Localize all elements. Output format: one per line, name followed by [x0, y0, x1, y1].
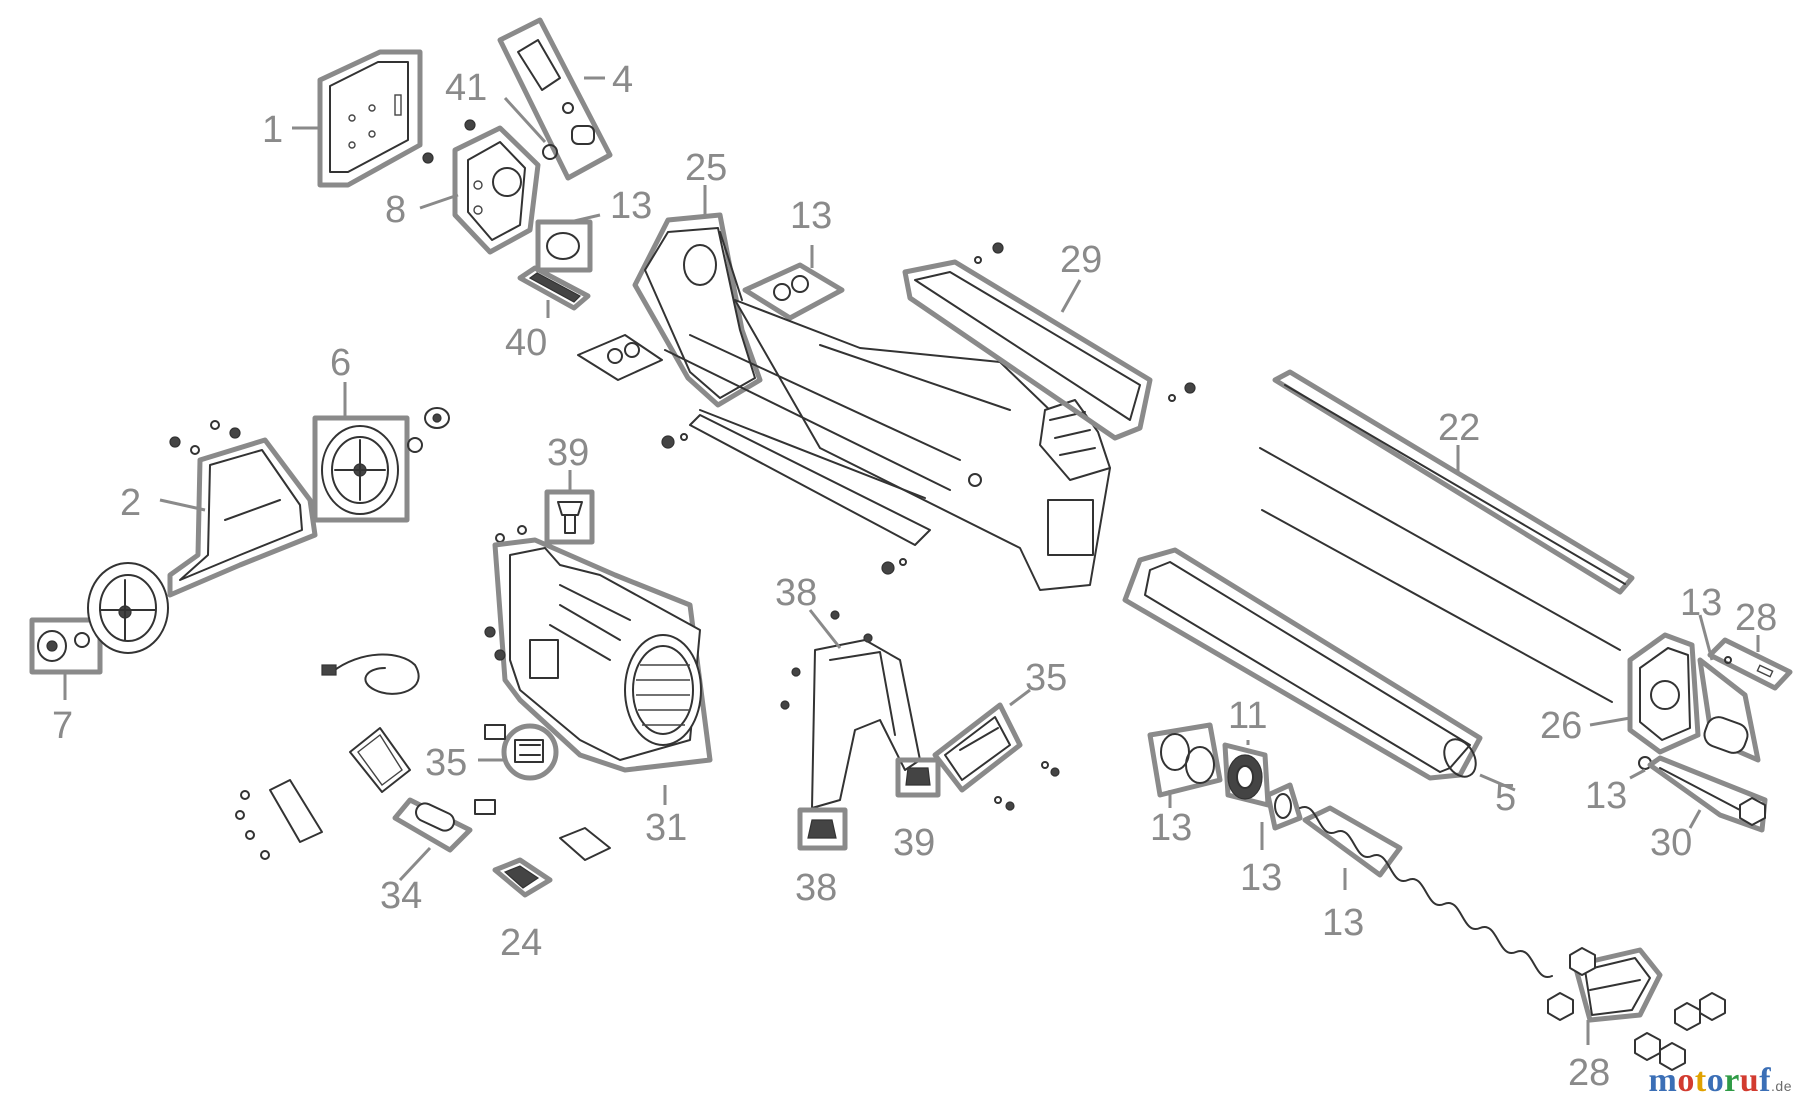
callout-1: 1	[262, 109, 283, 151]
motoruf-watermark: motoruf.de	[1649, 1062, 1792, 1100]
callout-13-right: 13	[1680, 582, 1722, 624]
watermark-letter-o: o	[1677, 1062, 1695, 1099]
callout-4: 4	[612, 59, 633, 101]
callout-13-mid: 13	[1240, 857, 1282, 899]
part-30-stand: 38	[775, 572, 921, 809]
part-18-spring: 13	[1299, 805, 1553, 979]
warning-sticker	[577, 334, 663, 381]
part-6-pulley: 6	[312, 342, 450, 523]
callout-40: 40	[505, 322, 547, 364]
part-1-cover-plate: 1	[262, 49, 423, 188]
watermark-letter-o2: o	[1706, 1062, 1725, 1099]
watermark-letter-f: f	[1759, 1062, 1772, 1099]
part-41-o-ring: 41	[445, 67, 558, 160]
callout-19: 22	[1438, 407, 1480, 449]
callout-11: 11	[1228, 695, 1267, 737]
part-13-washer-bottom: 13	[1585, 756, 1652, 817]
part-8-valve-block: 8	[385, 119, 541, 255]
watermark-letter-u: u	[1739, 1062, 1760, 1099]
power-cord	[321, 653, 420, 695]
part-7-nut: 7	[29, 617, 103, 747]
callout-30: 38	[775, 572, 817, 614]
part-21-ram-head: 25	[632, 147, 763, 408]
part-13-seal-left: 13	[1147, 722, 1223, 849]
part-34-capacitor: 34	[380, 797, 496, 917]
part-23-guard-rail: 29	[902, 239, 1196, 441]
watermark-letter-r: r	[1724, 1062, 1740, 1099]
part-22-feet: 24	[492, 827, 611, 964]
part-38-foot-right: 39	[893, 757, 941, 864]
callout-21: 25	[685, 147, 727, 189]
callout-25: 28	[1735, 597, 1777, 639]
callout-2: 2	[120, 482, 141, 524]
callout-35: 35	[425, 742, 467, 784]
watermark-tld: .de	[1771, 1078, 1792, 1094]
part-39-oil-cap: 39	[495, 432, 595, 545]
callout-29: 28	[1568, 1052, 1610, 1094]
part-11-bushing: 11	[1222, 695, 1271, 808]
callout-13-top: 13	[610, 185, 652, 227]
part-13-seal-right: 13	[1680, 582, 1761, 763]
part-25-pin: 28	[1707, 597, 1793, 691]
part-17-label: 13	[742, 195, 845, 321]
watermark-letter-m: m	[1648, 1062, 1678, 1099]
tie-rod	[661, 414, 931, 575]
part-31-handle: 35	[932, 657, 1067, 811]
part-2-bracket: 2	[120, 420, 318, 598]
part-19-rods: 22	[1259, 369, 1635, 703]
callout-13-bottom: 13	[1585, 775, 1627, 817]
callout-18: 13	[1322, 902, 1364, 944]
callout-38a: 38	[795, 867, 837, 909]
part-26-electric-motor: 31	[484, 537, 713, 849]
callout-38b: 39	[893, 822, 935, 864]
gasket-cover	[235, 727, 411, 860]
callout-5: 5	[1495, 777, 1516, 819]
watermark-letter-t: t	[1694, 1062, 1707, 1099]
callout-24: 26	[1540, 705, 1582, 747]
part-28-bolt: 30	[1647, 755, 1768, 864]
callout-8: 8	[385, 189, 406, 231]
callout-41: 41	[445, 67, 487, 109]
part-24-end-block: 26	[1540, 632, 1701, 755]
part-29-push-plate: 28	[1547, 947, 1726, 1094]
callout-31: 35	[1025, 657, 1067, 699]
callout-34: 34	[380, 875, 422, 917]
part-40-filter: 40	[505, 265, 591, 364]
callout-23: 29	[1060, 239, 1102, 281]
part-13-seal-top: 13	[535, 185, 652, 273]
callout-6: 6	[330, 342, 351, 384]
part-38-foot-left: 38	[795, 807, 848, 909]
part-35-switch-block: 35	[425, 723, 559, 784]
callout-13-left: 13	[1150, 807, 1192, 849]
callout-28: 30	[1650, 822, 1692, 864]
callout-26: 31	[645, 807, 687, 849]
part-5-hydraulic-cylinder: 5	[1122, 547, 1516, 819]
callout-7: 7	[52, 705, 73, 747]
part-4-valve-kit: 4	[497, 17, 633, 181]
main-beam	[664, 299, 1111, 591]
large-pulley	[87, 562, 169, 654]
callout-17: 13	[790, 195, 832, 237]
callout-22: 24	[500, 922, 542, 964]
part-13-seal-mid: 13	[1240, 782, 1303, 899]
callout-39: 39	[547, 432, 589, 474]
